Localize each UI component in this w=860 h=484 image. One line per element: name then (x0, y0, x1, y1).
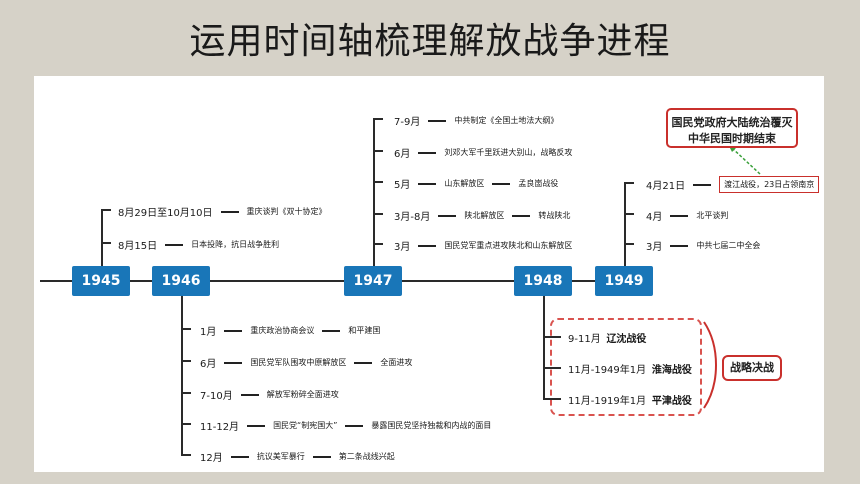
branch-1949 (624, 182, 626, 266)
branch-1947 (373, 118, 375, 266)
event-1945-1: 8月29日至10月10日重庆谈判《双十协定》 (118, 207, 327, 219)
year-1945: 1945 (72, 266, 130, 296)
event-1946-1: 1月重庆政治协商会议和平建国 (200, 326, 381, 338)
year-1947: 1947 (344, 266, 402, 296)
year-1949: 1949 (595, 266, 653, 296)
brace-icon (703, 321, 718, 409)
regime-end-box: 国民党政府大陆统治覆灭 中华民国时期结束 (666, 108, 798, 148)
branch-1946 (181, 296, 183, 456)
event-1948-3: 11月-1919年1月 平津战役 (568, 396, 692, 407)
event-1947-2: 6月刘邓大军千里跃进大别山，战略反攻 (394, 148, 573, 160)
regime-end-line-2: 中华民国时期结束 (688, 132, 776, 145)
event-1947-4: 3月-8月陕北解放区转战陕北 (394, 211, 571, 223)
event-1949-3: 3月中共七届二中全会 (646, 241, 761, 253)
event-1948-2: 11月-1949年1月 淮海战役 (568, 365, 692, 376)
page-title: 运用时间轴梳理解放战争进程 (189, 21, 671, 62)
regime-end-line-1: 国民党政府大陆统治覆灭 (671, 116, 793, 129)
event-1945-2: 8月15日日本投降，抗日战争胜利 (118, 240, 280, 252)
event-1946-4: 11-12月国民党“制宪国大”暴露国民党坚持独裁和内战的面目 (200, 421, 492, 433)
decisive-battles-box (550, 318, 702, 416)
event-1947-5: 3月国民党军重点进攻陕北和山东解放区 (394, 241, 573, 253)
event-1949-1: 4月21日渡江战役，23日占领南京 (646, 176, 820, 193)
main-axis (40, 280, 620, 282)
branch-1948 (543, 296, 545, 399)
timeline-panel: 1945 1946 1947 1948 1949 8月29日至10月10日重庆谈… (34, 76, 824, 472)
event-1948-1: 9-11月 辽沈战役 (568, 334, 647, 345)
year-1946: 1946 (152, 266, 210, 296)
event-1946-3: 7-10月解放军粉碎全面进攻 (200, 390, 339, 402)
event-1946-5: 12月抗议美军暴行第二条战线兴起 (200, 452, 395, 464)
decisive-battles-label: 战略决战 (722, 355, 782, 381)
event-1947-1: 7-9月中共制定《全国土地法大纲》 (394, 116, 559, 128)
branch-1945 (101, 209, 103, 266)
year-1948: 1948 (514, 266, 572, 296)
event-1949-2: 4月北平谈判 (646, 211, 729, 223)
event-1946-2: 6月国民党军队围攻中原解放区全面进攻 (200, 358, 413, 370)
event-1947-3: 5月山东解放区孟良崮战役 (394, 179, 559, 191)
